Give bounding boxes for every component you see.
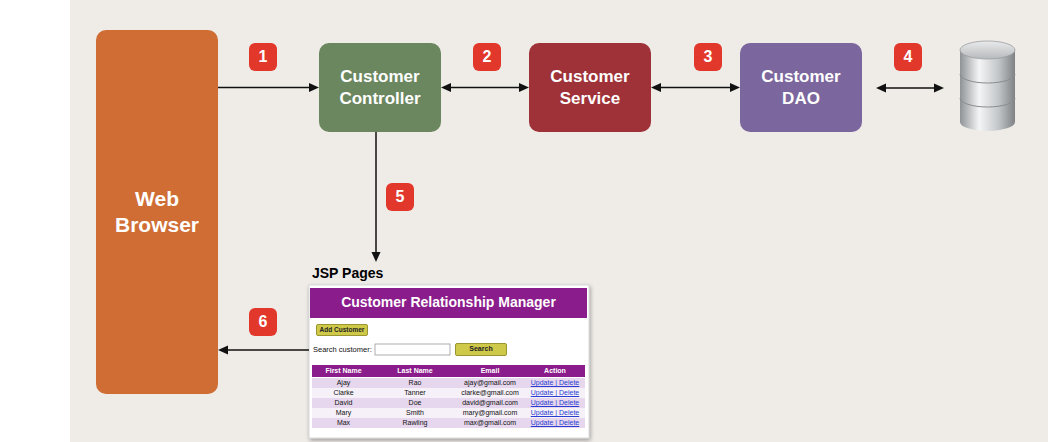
connector [218,87,311,89]
node-text: Web Browser [110,186,204,239]
table-cell: Rao [375,378,455,388]
search-label: Search customer: [313,344,373,355]
table-cell: Update | Delete [525,418,585,428]
table-cell: Smith [375,408,455,418]
database-link [876,84,944,93]
arrow-head [309,83,319,92]
node-text: JSP Pages [309,262,589,283]
node-text: Add Customer [320,326,365,334]
page-margin [0,0,70,442]
client-box: Web Browser [96,30,218,394]
table-cell: Update | Delete [525,398,585,408]
table-cell: Update | Delete [525,408,585,418]
callout-number: 1 [249,43,277,71]
table-header: Action [525,365,585,377]
table-cell: Doe [375,398,455,408]
table-cell: Update | Delete [525,378,585,388]
node-text: Search [469,345,492,354]
arrow-head [651,83,661,92]
table-cell: David [312,398,375,408]
callout-number: 4 [894,43,922,71]
arrow-head [372,252,381,262]
connector [226,349,309,351]
table-cell: mary@gmail.com [455,408,525,418]
table-cell: Ajay [312,378,375,388]
connector [659,87,732,89]
connector [449,87,521,89]
callout-number: 2 [473,43,501,71]
connector [375,132,377,254]
node-text: Customer Controller [327,66,433,109]
arrow-head [218,346,228,355]
database-icon [960,41,1015,131]
callout-number: 6 [249,308,277,336]
table-cell: Clarke [312,388,375,398]
table-cell: david@gmail.com [455,398,525,408]
table-cell: max@gmail.com [455,418,525,428]
callout-number: 3 [694,43,722,71]
screenshot-frame [309,285,589,438]
add-button: Add Customer [316,324,368,336]
node-text: Customer DAO [748,66,854,109]
arrow-head [519,83,529,92]
controller-box: Customer Controller [319,43,441,132]
search-button: Search [455,343,507,356]
table-header: Last Name [375,365,455,377]
callout-number: 5 [386,183,414,211]
table-header: First Name [312,365,375,377]
node-text: Customer Relationship Manager [341,294,556,312]
dao-box: Customer DAO [740,43,862,132]
arrow-head [441,83,451,92]
table-cell: ajay@gmail.com [455,378,525,388]
table-cell: Tanner [375,388,455,398]
table-cell: Rawling [375,418,455,428]
arrow-head [730,83,740,92]
table-header: Email [455,365,525,377]
node-text: Customer Service [537,66,643,109]
table-cell: Max [312,418,375,428]
service-box: Customer Service [529,43,651,132]
table-cell: clarke@gmail.com [455,388,525,398]
title-bar: Customer Relationship Manager [310,288,587,318]
table-cell: Mary [312,408,375,418]
table-cell: Update | Delete [525,388,585,398]
